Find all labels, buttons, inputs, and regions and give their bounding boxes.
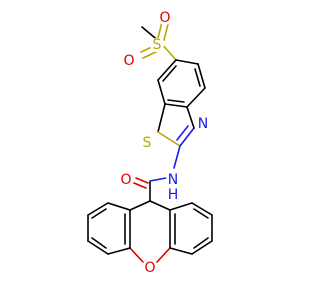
atom-thiazole-nitrogen: N [198,116,208,132]
bond-lb-6 [107,247,131,255]
bond-tz-s-c2 [157,131,181,147]
bond-bz-3 [186,87,206,108]
bond-lb-3 [87,202,109,216]
atom-carbonyl-oxygen: O [120,172,131,188]
atom-sulfonyl-oxygen-top: O [159,10,170,26]
bond-co-b [133,182,147,189]
atom-thiazole-sulfur: S [143,135,152,151]
bond-oxygen-right [156,247,171,263]
bond-tz-c7a-s [157,103,166,133]
bond-bz-6 [157,59,177,81]
bond-rb-3 [191,202,213,216]
benzothiazole-ring [157,59,206,147]
bond-rb-6 [169,247,193,255]
bond-c9-left [129,200,151,211]
bond-bz-inner-3 [162,65,177,82]
bond-tz-c2-n [179,127,195,147]
bond-rb-2 [169,202,193,211]
amide-linkage [133,145,181,202]
bond-c9-right [149,200,171,211]
bond-bz-5 [157,79,166,105]
bond-bz-inner-1 [194,68,201,87]
bond-s-o-top-b [163,23,169,41]
atom-xanthene-oxygen: O [144,260,155,276]
bond-lb-5 [87,240,109,255]
bond-bz-2 [197,63,206,89]
bond-rb-inner-2 [193,208,209,219]
atom-sulfonyl-oxygen-left: O [123,53,134,69]
xanthene-ring-system [87,200,213,263]
bond-c2-nh [173,145,181,169]
bond-tz-n-c3a [186,106,195,129]
bond-rb-inner-3 [193,237,209,249]
atom-amide-nitrogen: N [168,172,178,188]
bond-oxygen-left [129,247,144,263]
bond-lb-inner-2 [91,208,107,219]
chemical-structure: O S O S N N H O O [87,10,213,276]
bond-s-o-left-b [142,50,159,59]
bond-lb-inner-3 [91,237,107,249]
atom-amide-hydrogen: H [168,187,179,203]
bond-bz-4 [164,103,188,108]
bond-nh-carbonyl [149,177,167,182]
bond-s-o-top-a [157,21,163,39]
bond-tz-c2-n-inner [176,125,189,141]
bond-lb-2 [107,202,131,211]
bond-bz-1 [175,59,199,65]
bond-bz-inner-2 [167,99,185,103]
atom-sulfonyl-sulfur: S [153,37,162,53]
bond-rb-5 [191,240,213,255]
atom-labels: O S O S N N H O O [119,10,210,276]
bond-co-a [135,177,149,184]
